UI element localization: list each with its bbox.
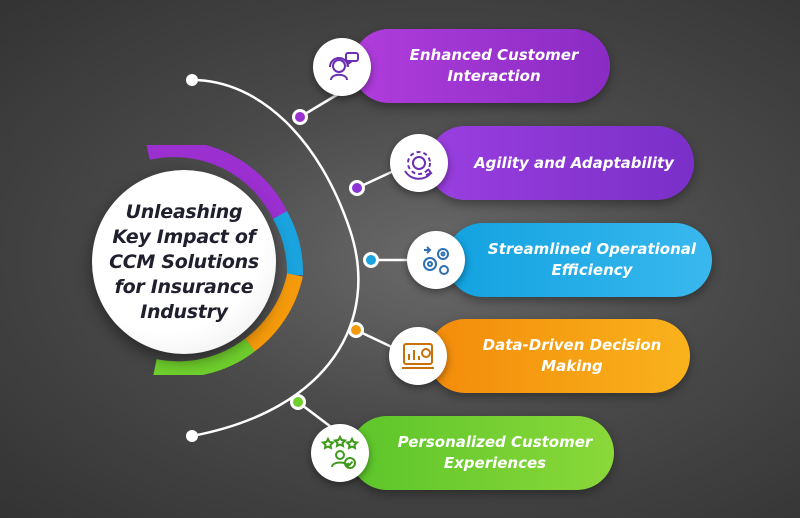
pill-label: Data-Driven Decision Making bbox=[443, 335, 676, 377]
pill-streamlined-operational-efficiency: Streamlined Operational Efficiency bbox=[446, 223, 712, 297]
hub-title-line: for Insurance bbox=[114, 275, 254, 298]
node-dot-2 bbox=[352, 183, 362, 193]
pill-label-line: Personalized Customer bbox=[397, 433, 593, 451]
hub-title-line: CCM Solutions bbox=[109, 250, 259, 273]
node-dot-4 bbox=[351, 325, 361, 335]
pill-label-line: Agility and Adaptability bbox=[474, 153, 674, 172]
pill-label: Enhanced Customer Interaction bbox=[370, 45, 593, 87]
ring-segment-blue bbox=[272, 211, 303, 276]
user-rating-icon bbox=[311, 424, 369, 482]
pill-label: Streamlined Operational Efficiency bbox=[448, 239, 710, 281]
hub-title: Unleashing Key Impact of CCM Solutions f… bbox=[109, 200, 259, 325]
customer-support-icon bbox=[313, 38, 371, 96]
pill-label: Personalized Customer Experiences bbox=[358, 432, 607, 474]
pill-enhanced-customer-interaction: Enhanced Customer Interaction bbox=[352, 29, 610, 103]
node-dot-5 bbox=[293, 397, 303, 407]
gears-icon bbox=[407, 231, 465, 289]
node-dot-3 bbox=[366, 255, 376, 265]
hub-title-line: Key Impact of bbox=[112, 225, 256, 248]
pill-label-line: Enhanced Customer bbox=[409, 46, 579, 64]
pill-label: Agility and Adaptability bbox=[434, 153, 688, 174]
pill-label-line: Interaction bbox=[447, 67, 541, 85]
pill-agility-adaptability: Agility and Adaptability bbox=[428, 126, 694, 200]
ring-segment-green bbox=[153, 338, 255, 375]
hub-title-line: Industry bbox=[140, 300, 228, 323]
hub-color-ring bbox=[146, 145, 303, 375]
endpoint-bottom bbox=[186, 430, 198, 442]
pill-label-line: Experiences bbox=[443, 454, 547, 472]
connector-arc bbox=[191, 78, 360, 438]
pill-label-line: Streamlined Operational bbox=[487, 240, 697, 258]
pill-label-line: Data-Driven Decision bbox=[482, 336, 662, 354]
pill-label-line: Efficiency bbox=[551, 261, 633, 279]
ring-segment-purple bbox=[146, 145, 288, 219]
analytics-dashboard-icon bbox=[389, 327, 447, 385]
adaptive-gear-icon bbox=[390, 134, 448, 192]
node-dot-1 bbox=[295, 112, 305, 122]
hub-title-line: Unleashing bbox=[125, 200, 243, 223]
ring-segment-orange bbox=[245, 273, 303, 352]
pill-data-driven-decision-making: Data-Driven Decision Making bbox=[428, 319, 690, 393]
pill-personalized-customer-experiences: Personalized Customer Experiences bbox=[350, 416, 614, 490]
pill-label-line: Making bbox=[541, 357, 603, 375]
endpoint-top bbox=[186, 74, 198, 86]
central-hub: Unleashing Key Impact of CCM Solutions f… bbox=[92, 170, 276, 354]
